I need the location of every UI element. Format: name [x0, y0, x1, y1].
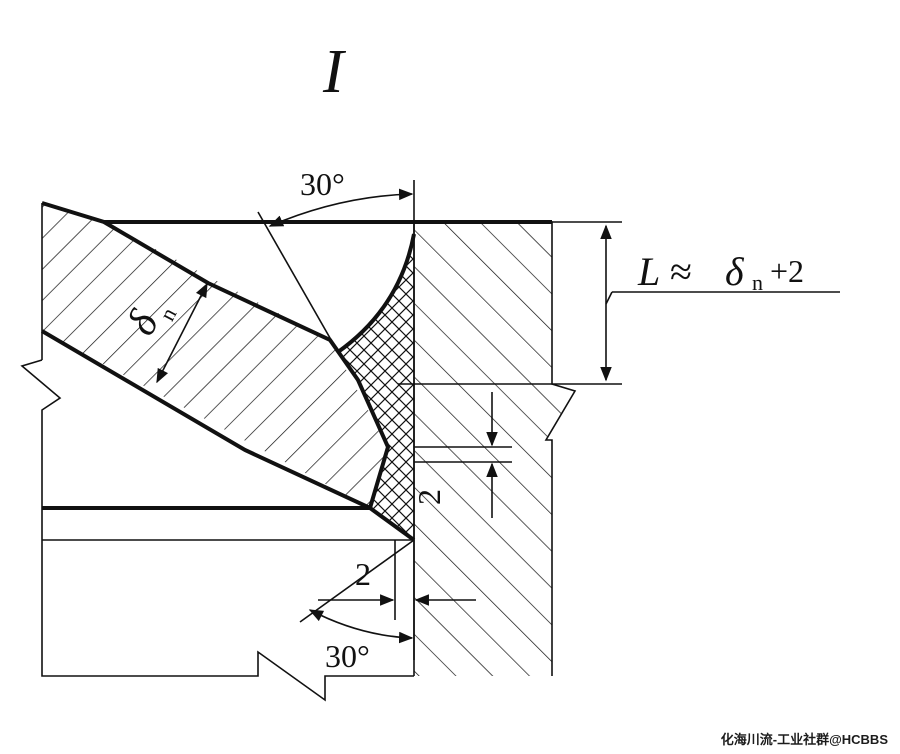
- length-formula: L ≈ δ n +2: [637, 249, 804, 295]
- length-approx: ≈: [670, 249, 692, 294]
- length-var: L: [637, 249, 660, 294]
- angle-top-label: 30°: [300, 166, 345, 202]
- length-delta: δ: [725, 249, 745, 294]
- shell-plate: [413, 221, 577, 676]
- dimension-arrows: [156, 188, 612, 644]
- gap-dimension-label: 2: [355, 556, 371, 592]
- angle-bottom-label: 30°: [325, 638, 370, 674]
- detail-label: I: [322, 38, 347, 106]
- length-sub: n: [752, 270, 763, 295]
- offset-dimension-label: 2: [411, 489, 447, 505]
- nozzle-wall: [40, 201, 391, 511]
- weld-bead: [336, 233, 416, 542]
- watermark: 化海川流-工业社群@HCBBS: [720, 732, 888, 747]
- nozzle-body-lower: [20, 331, 414, 702]
- extension-lines: [257, 180, 840, 660]
- length-tail: +2: [770, 253, 804, 289]
